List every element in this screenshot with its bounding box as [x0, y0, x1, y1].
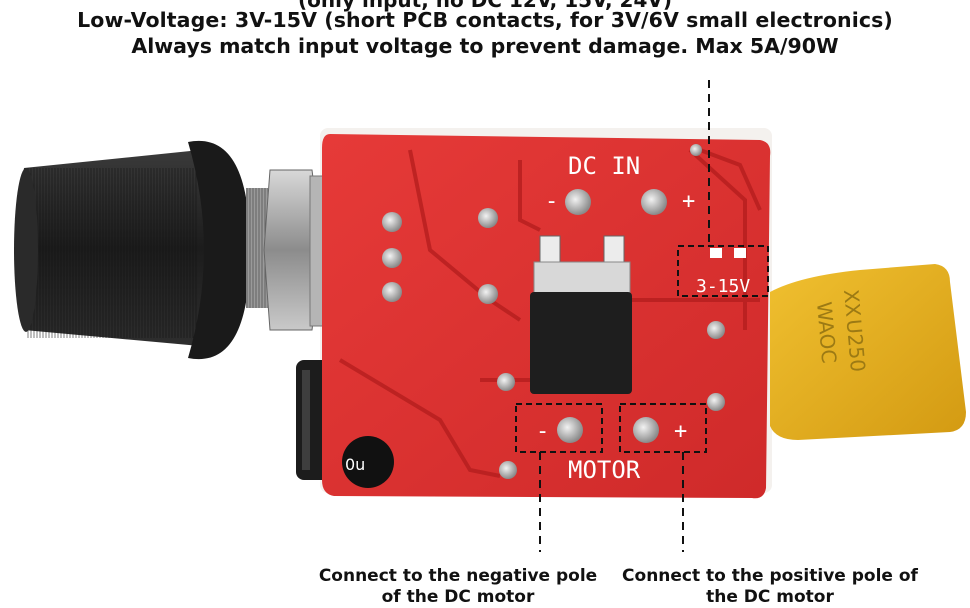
capacitor-text-1: U250	[842, 318, 871, 373]
motor-plus: +	[674, 419, 687, 444]
mosfet-chip	[530, 235, 632, 394]
electrolytic-label: 0u	[345, 455, 365, 474]
dc-in-positive-pad	[641, 189, 667, 215]
leader-lines	[539, 80, 710, 552]
potentiometer-knob	[14, 140, 250, 360]
film-capacitor: XX U250 WAOC	[770, 264, 966, 440]
dc-in-negative-pad	[565, 189, 591, 215]
voltage-jumper-highlight	[677, 245, 769, 297]
header-line-warning: Always match input voltage to prevent da…	[131, 34, 839, 58]
motor-positive-pad	[633, 417, 659, 443]
header-line-voltage: Low-Voltage: 3V-15V (short PCB contacts,…	[77, 8, 893, 32]
pcb-solder-pads	[382, 144, 725, 479]
motor-minus: -	[536, 419, 549, 444]
caption-positive-pole: Connect to the positive pole of the DC m…	[622, 566, 918, 607]
motor-terminals: - + MOTOR	[515, 403, 707, 484]
dc-in-silkscreen: DC IN - +	[545, 152, 695, 215]
dc-in-plus: +	[682, 189, 695, 214]
capacitor-text-2: WAOC	[812, 301, 841, 365]
capacitor-logo: XX	[839, 288, 865, 318]
caption-negative-pole: Connect to the negative pole of the DC m…	[318, 566, 598, 607]
motor-label: MOTOR	[568, 456, 641, 484]
motor-negative-pad	[557, 417, 583, 443]
header-clipped-line: (only input, no DC 12V, 15V, 24V)	[298, 0, 672, 12]
voltage-jumper: 3-15V	[677, 245, 769, 297]
motor-positive-highlight	[619, 403, 707, 453]
dc-in-label: DC IN	[568, 152, 640, 180]
dc-in-minus: -	[545, 189, 558, 214]
motor-negative-highlight	[515, 403, 603, 453]
potentiometer-shaft	[246, 169, 327, 331]
voltage-label: 3-15V	[696, 276, 750, 297]
